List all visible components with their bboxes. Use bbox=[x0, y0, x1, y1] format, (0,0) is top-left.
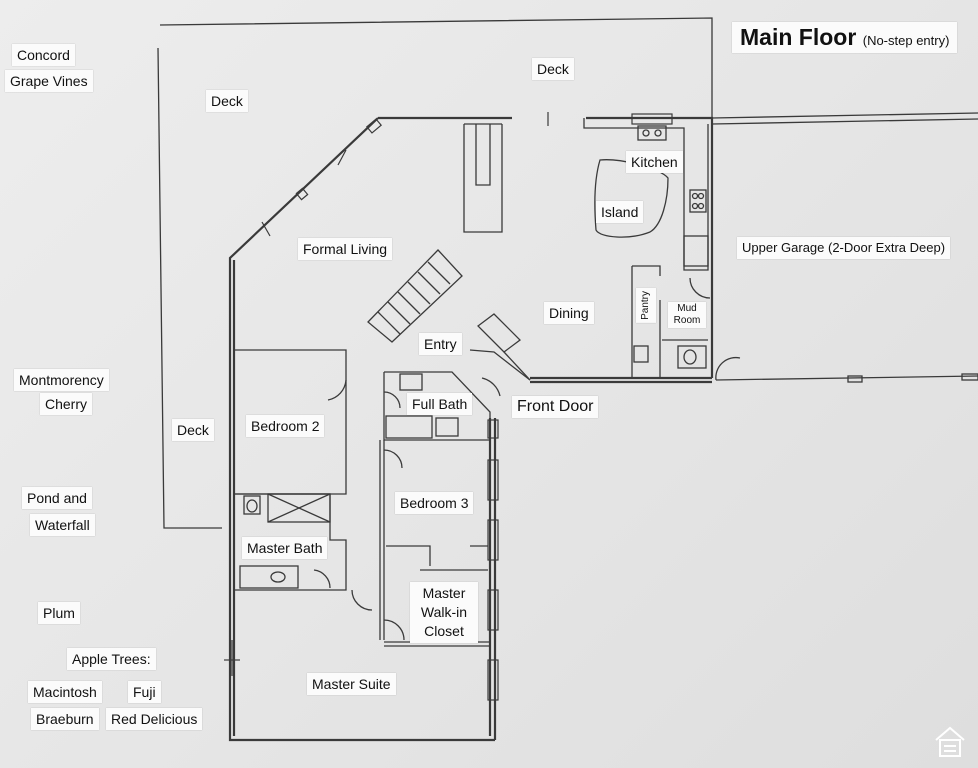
label-montmorency: Montmorency bbox=[14, 369, 109, 391]
label-pantry: Pantry bbox=[636, 288, 656, 323]
label-entry: Entry bbox=[419, 333, 462, 355]
label-deck-top-center: Deck bbox=[532, 58, 574, 80]
label-macintosh: Macintosh bbox=[28, 681, 102, 703]
label-waterfall: Waterfall bbox=[30, 514, 95, 536]
label-grape-vines: Grape Vines bbox=[5, 70, 93, 92]
label-fuji: Fuji bbox=[128, 681, 161, 703]
garage-outline bbox=[711, 112, 978, 383]
label-bedroom-2: Bedroom 2 bbox=[246, 415, 325, 437]
label-cherry: Cherry bbox=[40, 393, 93, 415]
label-master-suite: Master Suite bbox=[307, 673, 396, 695]
label-plum: Plum bbox=[38, 602, 80, 624]
label-deck-left: Deck bbox=[172, 419, 214, 441]
label-bedroom-3: Bedroom 3 bbox=[395, 492, 474, 514]
plan-title-main: Main Floor bbox=[740, 24, 857, 50]
label-kitchen: Kitchen bbox=[626, 151, 683, 173]
label-full-bath: Full Bath bbox=[407, 393, 473, 415]
deck-outline bbox=[157, 17, 713, 529]
windows bbox=[224, 112, 673, 701]
plan-title-sub: (No-step entry) bbox=[862, 33, 950, 48]
stairs bbox=[367, 249, 463, 343]
exterior-walls bbox=[228, 116, 714, 742]
label-mud-room: Mud Room bbox=[668, 302, 706, 328]
pantry-mudroom-walls bbox=[631, 265, 711, 378]
house-mls-logo-icon bbox=[935, 726, 965, 757]
kitchen-counters bbox=[583, 118, 709, 271]
label-red-delicious: Red Delicious bbox=[106, 708, 203, 730]
label-deck-top-left: Deck bbox=[206, 90, 248, 112]
full-bath-walls bbox=[383, 371, 491, 441]
label-braeburn: Braeburn bbox=[31, 708, 99, 730]
fireplace bbox=[463, 123, 503, 233]
plan-title: Main Floor (No-step entry) bbox=[732, 22, 958, 53]
label-island: Island bbox=[596, 201, 644, 223]
label-front-door: Front Door bbox=[512, 396, 599, 418]
entry-closet-and-front-door bbox=[469, 313, 531, 397]
label-apple-trees: Apple Trees: bbox=[67, 648, 156, 670]
label-master-walkin-closet: Master Walk-in Closet bbox=[410, 582, 478, 643]
label-master-bath: Master Bath bbox=[242, 537, 328, 559]
label-formal-living: Formal Living bbox=[298, 238, 393, 260]
label-concord: Concord bbox=[12, 44, 75, 66]
label-upper-garage: Upper Garage (2-Door Extra Deep) bbox=[737, 237, 951, 259]
label-dining: Dining bbox=[544, 302, 594, 324]
label-pond: Pond and bbox=[22, 487, 92, 509]
master-bath-walls bbox=[234, 493, 373, 611]
